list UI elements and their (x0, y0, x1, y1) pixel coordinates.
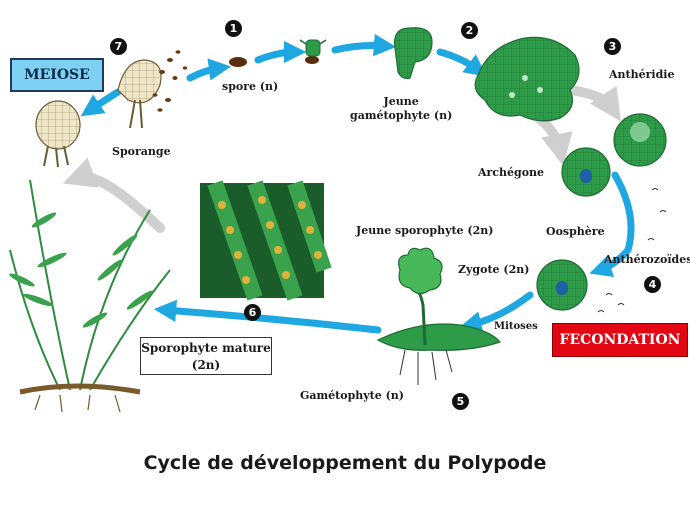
step-badge-5: 5 (452, 393, 469, 410)
meiose-box: MEIOSE (10, 58, 104, 92)
fecondation-box: FECONDATION (552, 323, 688, 357)
sori-closeup-icon (200, 180, 332, 301)
label-jeune-gametophyte-line1: Jeune (383, 95, 419, 108)
cycle-arrows (80, 33, 635, 334)
zygote-icon (536, 259, 588, 311)
young-sporophyte-icon (376, 247, 502, 385)
label-gametophyte: Gamétophyte (n) (300, 389, 404, 402)
label-archegone: Archégone (478, 166, 545, 179)
step-badge-7: 7 (110, 38, 127, 55)
label-oosphere: Oosphère (546, 225, 605, 238)
step-badge-1: 1 (225, 20, 242, 37)
label-sporange: Sporange (112, 145, 171, 158)
diagram-title: Cycle de développement du Polypode (143, 452, 547, 474)
label-jeune-sporophyte: Jeune sporophyte (2n) (356, 224, 494, 237)
spore-icon (229, 57, 247, 67)
gametophyte-icon (393, 27, 433, 79)
label-antheridie: Anthéridie (609, 68, 675, 81)
sporophyte-mature-ploidy: (2n) (191, 358, 221, 372)
label-spore: spore (n) (222, 80, 279, 93)
sporophyte-mature-box: Sporophyte mature (2n) (140, 337, 272, 375)
prothallus-icon (474, 36, 580, 122)
step-badge-2: 2 (461, 22, 478, 39)
label-mitoses: Mitoses (494, 321, 538, 332)
antheridium-icon (613, 113, 667, 167)
sporophyte-mature-label: Sporophyte mature (141, 341, 271, 355)
step-badge-3: 3 (604, 38, 621, 55)
step-badge-6: 6 (244, 304, 261, 321)
fern-leaflets (9, 212, 154, 328)
label-zygote: Zygote (2n) (458, 263, 530, 276)
fern-icon (9, 179, 171, 391)
step-badge-4: 4 (644, 276, 661, 293)
label-jeune-gametophyte: Jeune gamétophyte (n) (350, 95, 452, 123)
sporangium-icon (35, 59, 162, 168)
fern-rhizome (19, 383, 141, 413)
antherozoides-icon (597, 188, 667, 313)
label-jeune-gametophyte-line2: gamétophyte (n) (350, 109, 453, 122)
spore-cloud (152, 50, 188, 112)
label-antherozoides: Anthérozoïdes (604, 253, 690, 266)
archegonium-icon (561, 147, 611, 197)
germinating-spore-icon (299, 39, 327, 64)
